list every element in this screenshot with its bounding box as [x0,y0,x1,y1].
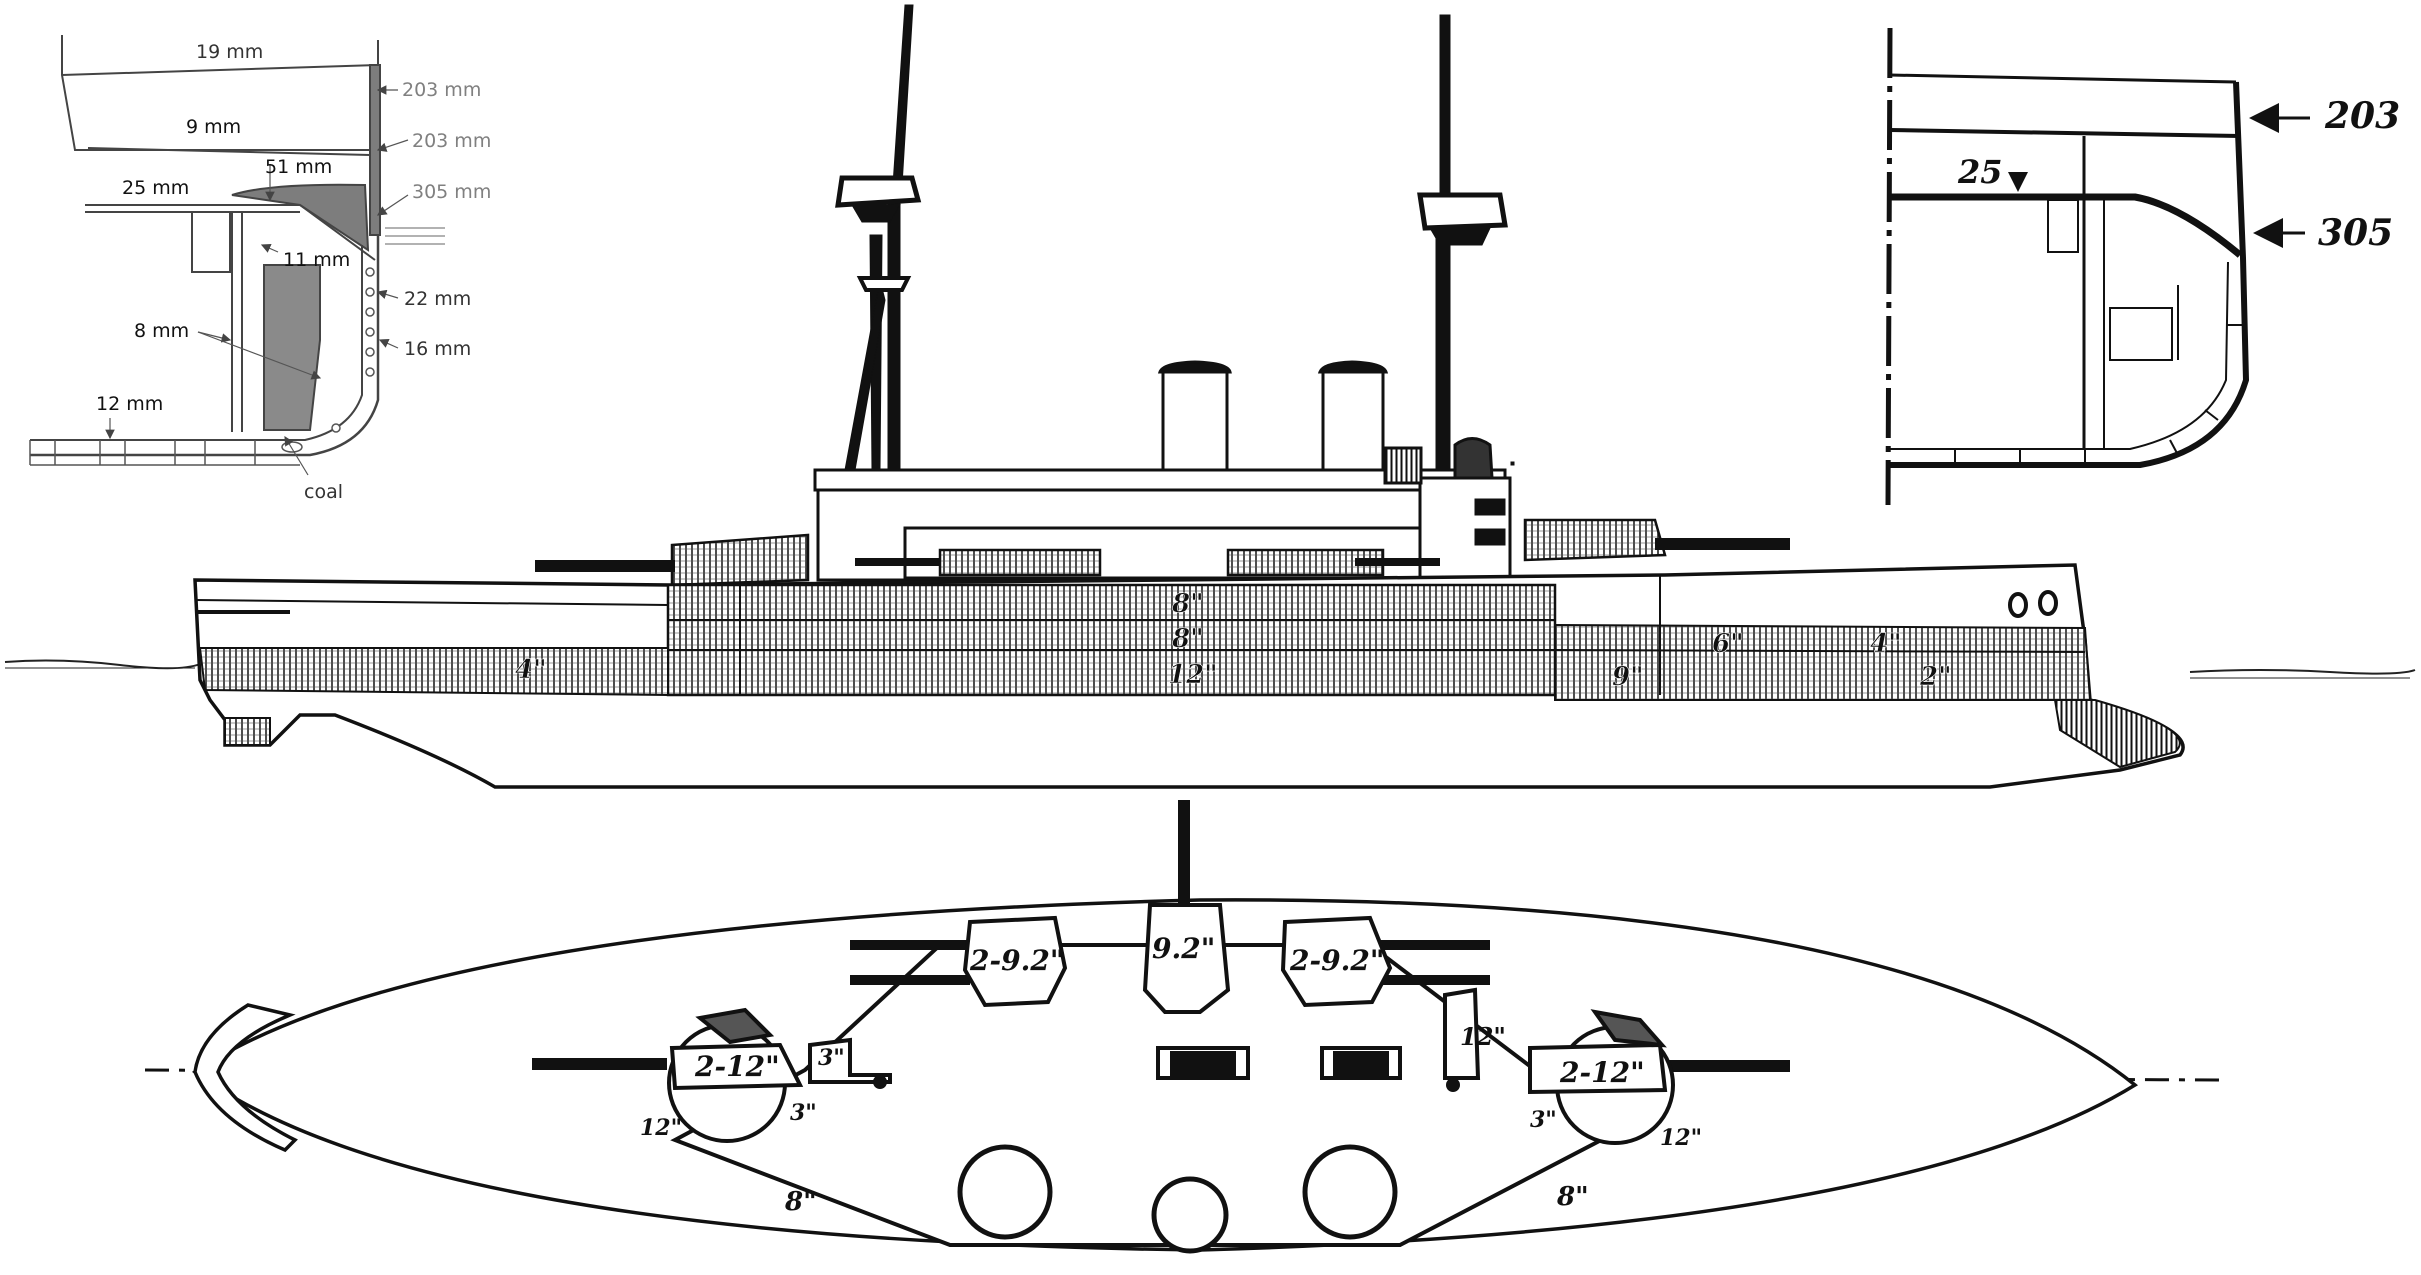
inset-double-bottom [29,440,300,466]
schematic-labels: 203 305 25 [1957,95,2400,254]
label-deck-mid: 9 mm [186,116,241,138]
turret-wing-stbd [1280,915,1393,1008]
profile-upper-hatch [670,518,1667,587]
label-plan-center: 9.2" [1152,932,1215,965]
label-schematic-25: 25 [1957,153,2003,191]
inset-side-cells [281,267,375,453]
profile-labels: 8" 8" 12" 4" 6" 4" 2" 9" [515,589,1952,693]
profile-masts [835,4,1508,476]
inset-slope-armor [231,183,370,252]
label-deck-top: 19 mm [196,41,263,63]
label-schematic-305: 305 [2318,212,2393,254]
plan-stern-rail [193,1003,298,1153]
label-plan-turret-aft: 2-12" [694,1050,780,1083]
profile-superstructure [813,437,1515,582]
label-profile-8-upper: 8" [1171,589,1204,619]
label-coal: coal [304,481,343,503]
plan-view [144,800,2221,1254]
profile-belt-aft [198,647,669,697]
inset-deck-19 [61,64,379,76]
label-plan-wing-stbd: 2-9.2" [1289,944,1384,977]
label-plan-hood-fwd: 3" [1530,1107,1557,1133]
label-belt-main: 305 mm [412,181,491,203]
inset-leaders [105,85,409,476]
label-plan-bulkhead-fwd: 8" [1556,1182,1589,1212]
inset-small-box [191,211,231,273]
label-profile-6: 6" [1712,629,1744,659]
label-slope: 51 mm [265,156,332,178]
label-profile-4-fwd: 4" [1870,629,1902,659]
label-profile-9: 9" [1612,662,1644,692]
label-profile-12: 12" [1168,660,1218,690]
turret-fwd [1528,1042,1668,1095]
tower-aft [808,1037,892,1084]
label-plan-bulkhead-aft: 8" [784,1187,817,1217]
schematic-section [1885,27,2310,506]
label-plan-turret-fwd: 2-12" [1559,1056,1645,1089]
label-plan-barbette-fwd: 12" [1460,1022,1506,1051]
inset-section [29,35,445,476]
plan-turrets [667,903,1675,1145]
schematic-centerline [1885,27,1893,506]
label-profile-4-aft: 4" [515,655,547,685]
label-bulkhead: 11 mm [283,249,350,271]
schematic-deck [1890,193,2243,258]
label-deck-lower: 25 mm [122,177,189,199]
plan-bollards [873,1075,1460,1092]
label-profile-8-mid: 8" [1171,624,1204,654]
inset-deck-9 [87,147,371,156]
turret-wing-port [962,915,1068,1008]
plan-guns [532,800,1790,1072]
schematic-hull [1890,81,2250,468]
profile-sea [4,659,2416,679]
label-belt-mid: 203 mm [412,130,491,152]
plan-labels: 2-12" 2-12" 2-9.2" 2-9.2" 9.2" 12" 3" 3"… [640,932,1702,1217]
label-plan-barbette-fwd-low: 12" [1660,1125,1702,1151]
label-side-upper: 22 mm [404,288,471,310]
label-bottom: 12 mm [96,393,163,415]
label-plan-hood-aft: 3" [790,1100,817,1126]
turret-aft [669,1042,804,1091]
label-schematic-203: 203 [2324,95,2400,137]
profile-hawse [2008,590,2058,618]
turret-center [1142,903,1231,1014]
plan-funnels [957,1144,1398,1254]
label-plan-wing-port: 2-9.2" [969,944,1064,977]
profile-guns [535,538,1790,572]
plan-hatches [1156,1046,1402,1080]
profile-citadel [666,583,1557,697]
inset-labels: 19 mm 203 mm 9 mm 203 mm 25 mm 51 mm 305… [96,41,491,503]
label-plan-tower-aft: 3" [818,1045,845,1071]
profile-view [4,4,2416,789]
inset-hull-side [30,235,380,457]
label-side-lower: 16 mm [404,338,471,360]
label-plan-barbette-aft-low: 12" [640,1115,682,1141]
profile-bow-ram [2053,699,2181,769]
label-inner: 8 mm [134,320,189,342]
profile-deck-lines [194,575,2086,695]
label-profile-2: 2" [1919,662,1952,692]
label-belt-upper: 203 mm [402,79,481,101]
tower-fwd [1443,987,1481,1080]
inset-coal-bunker [263,264,321,431]
